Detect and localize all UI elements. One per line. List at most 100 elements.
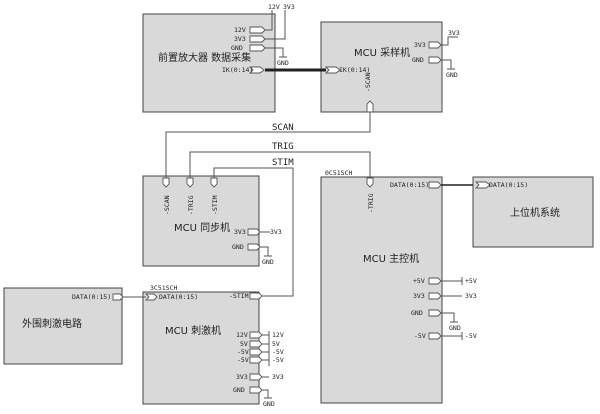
- master-data-port: [428, 181, 442, 189]
- stimulator-pin-data: DATA(0:15): [159, 293, 198, 301]
- preamp-3v3-port: [249, 35, 266, 43]
- master-pin-3v3: 3V3: [413, 292, 425, 300]
- preamp-rail-3v3: 3V3: [283, 3, 295, 11]
- master-p5v-wire: [441, 277, 463, 285]
- preamp-rail-12v: 12V: [268, 3, 280, 11]
- master-rail-p5v: +5V: [465, 277, 477, 285]
- master-rail-3v3: 3V3: [465, 292, 477, 300]
- sync-gnd-port: [247, 243, 261, 251]
- stimulator-pin-gnd: GND: [233, 386, 245, 394]
- stimulator-gnd-port: [249, 386, 263, 394]
- master-tag: 0C51SCH: [325, 169, 352, 177]
- stimulator-rail-12v: 12V: [272, 331, 284, 339]
- master-trig-port: [366, 177, 374, 188]
- sync-scan-port: [162, 177, 170, 188]
- preamp-bus-port: [248, 66, 265, 74]
- external-block: [3, 287, 123, 365]
- host-label: 上位机系统: [510, 206, 560, 219]
- sampler-bus-port: [324, 66, 341, 74]
- sampler-pin-gnd: GND: [412, 56, 424, 64]
- stimulator-pin-12v: 12V: [236, 331, 248, 339]
- stimulator-rail-taps: [262, 343, 269, 361]
- master-p5v-port: [428, 277, 442, 285]
- master-n5v-wire: [441, 332, 463, 340]
- sampler-label: MCU 采样机: [354, 46, 410, 59]
- sync-pin-gnd: GND: [232, 243, 244, 251]
- sampler-3v3-port: [428, 41, 442, 49]
- signal-trig-label: TRIG: [272, 142, 294, 152]
- master-pin-n5v: -5V: [414, 332, 426, 340]
- preamp-pin-bus: IK(0:14): [222, 66, 253, 74]
- external-label: 外围刺激电路: [22, 317, 82, 330]
- master-pin-p5v: +5V: [413, 277, 425, 285]
- sampler-rail-3v3: 3V3: [448, 29, 460, 37]
- stimulator-pin-n5v2: -5V: [237, 356, 249, 364]
- stimulator-rail-bus: [262, 331, 270, 366]
- preamp-12v-port: [249, 26, 266, 34]
- host-pin-data: DATA(0:15): [489, 181, 528, 189]
- master-pin-trig: -TRIG: [367, 193, 375, 213]
- stimulator-5v-port: [249, 340, 263, 348]
- stimulator-block: [142, 291, 260, 405]
- stimulator-rail-n5v: -5V: [272, 348, 284, 356]
- sync-pin-trig: -TRIG: [187, 195, 195, 215]
- preamp-gnd-port: [249, 44, 266, 52]
- stim-wire: [213, 167, 294, 297]
- sampler-3v3-wire: [441, 36, 458, 46]
- external-data-port: [112, 293, 124, 301]
- preamp-12v-wire: [265, 10, 273, 31]
- stimulator-pin-5v: 5V: [240, 340, 248, 348]
- sampler-gnd-wire: [441, 59, 455, 70]
- stimulator-12v-port: [249, 331, 263, 339]
- stimulator-data-port: [144, 293, 158, 301]
- sync-3v3-port: [247, 228, 261, 236]
- master-gnd-wire: [441, 312, 458, 323]
- stimulator-pin-3v3: 3V3: [236, 373, 248, 381]
- preamp-pin-gnd: GND: [231, 44, 243, 52]
- preamp-label: 前置放大器 数据采集: [158, 51, 251, 64]
- sync-label: MCU 同步机: [174, 221, 230, 234]
- sync-stim-port: [210, 177, 218, 188]
- sync-block: [142, 175, 260, 267]
- sampler-scan-port: [366, 100, 374, 113]
- master-3v3-port: [428, 292, 442, 300]
- sync-rail-3v3: 3V3: [270, 228, 282, 236]
- master-rail-gnd: GND: [449, 324, 461, 332]
- sampler-gnd-port: [428, 56, 442, 64]
- preamp-pin-3v3: 3V3: [234, 35, 246, 43]
- master-label: MCU 主控机: [363, 252, 419, 265]
- sync-rail-gnd: GND: [262, 258, 274, 266]
- stimulator-rail-n5v2: -5V: [272, 356, 284, 364]
- sync-pin-stim: -STIM: [211, 195, 219, 215]
- stimulator-tag: 3C51SCH: [150, 284, 177, 292]
- host-block: [472, 176, 594, 248]
- master-rail-n5v: -5V: [465, 332, 477, 340]
- sampler-pin-3v3: 3V3: [414, 41, 426, 49]
- stimulator-pin-stim: -STIM: [229, 292, 249, 300]
- sync-pin-scan: -SCAN: [163, 195, 171, 215]
- preamp-gnd-wire: [265, 47, 287, 58]
- stimulator-stim-port: [249, 292, 263, 300]
- scan-wire: [165, 112, 371, 182]
- preamp-3v3-wire: [265, 10, 286, 40]
- sync-trig-port: [186, 177, 194, 188]
- signal-stim-label: STIM: [272, 158, 294, 168]
- trig-wire: [189, 151, 371, 182]
- preamp-rail-gnd: GND: [277, 59, 289, 67]
- stimulator-label: MCU 刺激机: [165, 324, 221, 337]
- master-gnd-port: [428, 309, 442, 317]
- stimulator-rail-5v: 5V: [272, 340, 280, 348]
- master-pin-data: DATA(0:15): [390, 181, 429, 189]
- sync-pin-3v3: 3V3: [234, 228, 246, 236]
- host-data-port: [474, 181, 491, 189]
- sampler-pin-scan: -SCAN: [364, 72, 372, 92]
- stimulator-n5v2-port: [249, 356, 263, 364]
- sync-gnd-wire: [260, 246, 272, 257]
- stimulator-rail-3v3: 3V3: [272, 373, 284, 381]
- sampler-rail-gnd: GND: [446, 71, 458, 79]
- sampler-block: [320, 21, 443, 113]
- sampler-pin-bus: IK(0:14): [339, 66, 370, 74]
- master-n5v-port: [428, 332, 442, 340]
- stimulator-n5v-port: [249, 348, 263, 356]
